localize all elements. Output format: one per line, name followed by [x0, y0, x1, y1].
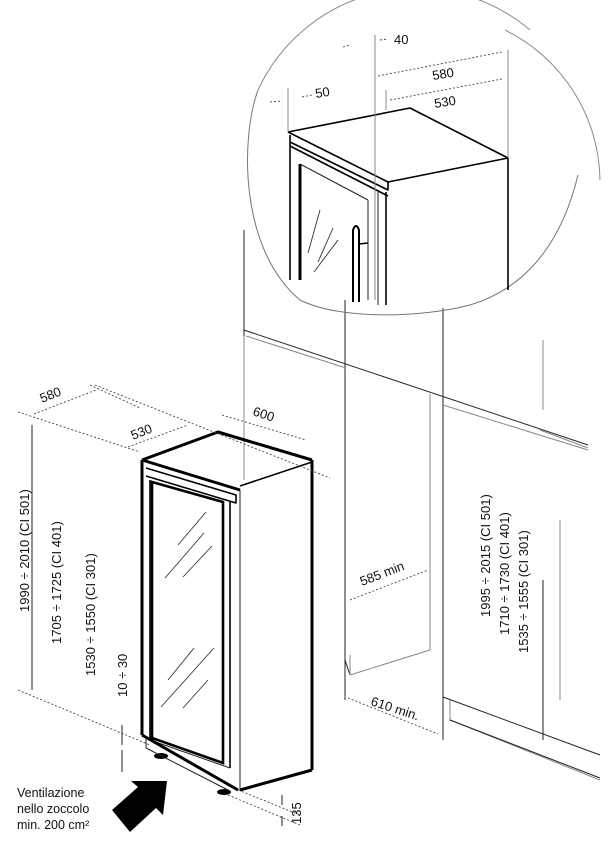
ventilation-note-line3: min. 200 cm²: [17, 818, 89, 832]
main-height-ci501: 1990 ÷ 2010 (CI 501): [17, 489, 32, 612]
ventilation-note-line2: nello zoccolo: [17, 802, 89, 816]
niche-depth-min: 585 min: [358, 558, 407, 589]
kitchen-furniture-outline: [243, 230, 601, 781]
detail-dim-530: 530: [433, 93, 457, 111]
niche-height-ci501: 1995 ÷ 2015 (CI 501): [478, 494, 493, 617]
detail-dim-50: 50: [314, 84, 331, 101]
main-height-ci401: 1705 ÷ 1725 (CI 401): [49, 521, 64, 644]
detail-dim-580: 580: [431, 65, 455, 83]
wine-cabinet: [140, 430, 314, 795]
niche-width-min: 610 min.: [369, 694, 421, 724]
detail-dim-40: 40: [394, 32, 408, 47]
ventilation-note-line1: Ventilazione: [17, 786, 84, 800]
main-height-ci301: 1530 ÷ 1550 (CI 301): [83, 553, 98, 676]
main-plinth-height: 135: [289, 802, 304, 824]
main-dim-600: 600: [251, 404, 276, 425]
main-dim-530: 530: [129, 421, 155, 443]
detail-view: [247, 0, 601, 316]
niche-height-ci401: 1710 ÷ 1730 (CI 401): [497, 512, 512, 635]
arrow-up-right-icon: [112, 781, 167, 832]
main-dimension-lines: [17, 384, 331, 826]
main-dim-580: 580: [38, 384, 64, 406]
niche-height-ci301: 1535 ÷ 1555 (CI 301): [516, 530, 531, 653]
niche-dimension-lines: [347, 569, 439, 735]
main-plinth-gap: 10 ÷ 30: [115, 654, 130, 697]
